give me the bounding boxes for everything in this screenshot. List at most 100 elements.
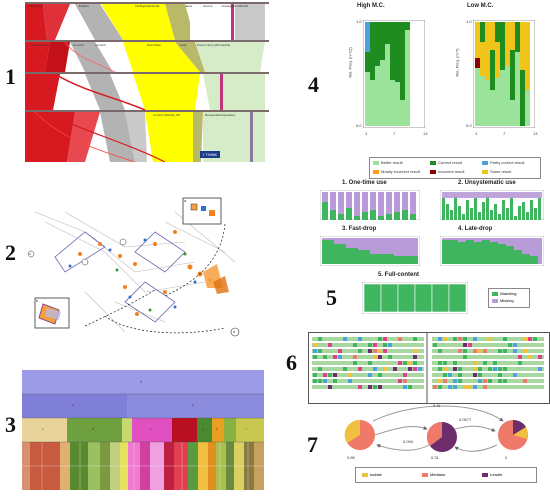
matrix-cell	[503, 337, 507, 341]
panel5-title-2: 2. Unsystematic use	[458, 180, 516, 186]
matrix-cell	[373, 367, 377, 371]
matrix-cell	[353, 361, 357, 365]
panel-number-3: 3	[5, 412, 16, 437]
panel3-icicle-svg	[22, 370, 264, 490]
matrix-cell	[463, 343, 467, 347]
matrix-cell	[368, 385, 372, 389]
matrix-cell	[538, 367, 542, 371]
panel3-icicle: 1 a b c d e f g h i	[22, 370, 264, 490]
matrix-cell	[408, 361, 412, 365]
matrix-cell	[538, 355, 542, 359]
matrix-cell	[473, 349, 477, 353]
matrix-cell	[458, 379, 462, 383]
panel1-label: Correct: Mozzila_ffft	[153, 113, 180, 117]
node-right	[498, 419, 528, 450]
panel1-badge: I THINK	[200, 151, 221, 158]
panel4-ytick: 0.0	[466, 123, 472, 128]
matrix-cell	[338, 355, 342, 359]
panel4: High M.C. Low M.C. Rel. Freq. (n=12) Rel…	[345, 2, 545, 180]
matrix-cell	[498, 367, 502, 371]
legend-item-leader: Leader	[482, 472, 502, 477]
matrix-cell	[483, 379, 487, 383]
matrix-cell	[473, 337, 477, 341]
panel-number-7: 7	[307, 432, 318, 457]
matrix-cell	[313, 379, 317, 383]
matrix-cell	[318, 337, 322, 341]
matrix-cell	[403, 361, 407, 365]
panel2-label-c: c	[29, 251, 31, 256]
matrix-cell	[398, 379, 402, 383]
matrix-cell	[348, 379, 352, 383]
panel1-label: Source	[203, 4, 213, 8]
panel3-label: g	[202, 427, 204, 431]
panel5-title-3: 3. Fast-drop	[342, 226, 377, 232]
panel4-ytick: 1.0	[466, 19, 472, 24]
matrix-cell	[498, 349, 502, 353]
matrix-cell	[468, 385, 472, 389]
matrix-cell	[323, 373, 327, 377]
legend-item-missing: Missing	[492, 298, 514, 303]
matrix-cell	[368, 349, 372, 353]
edge-label: 0.41	[433, 403, 441, 408]
node-label: 0	[505, 455, 508, 460]
node-left	[344, 419, 375, 450]
panel5-title-5: 5. Full-content	[378, 272, 419, 278]
matrix-cell	[463, 337, 467, 341]
matrix-cell	[483, 385, 487, 389]
panel4-xtick: 1	[365, 131, 368, 136]
panel1-label: Foan	[180, 43, 187, 47]
panel4-xtick: 7	[503, 131, 506, 136]
panel1-label: Entities	[79, 4, 89, 8]
legend-item: Mostly incorrect result	[373, 169, 420, 174]
matrix-cell	[378, 337, 382, 341]
matrix-cell	[473, 361, 477, 365]
matrix-cell	[523, 379, 527, 383]
edge-label: 0.0577	[459, 417, 472, 422]
matrix-cell	[398, 337, 402, 341]
panel1-sankey: M5_Flowp Entities Intelligentiamental ta…	[25, 2, 269, 163]
matrix-cell	[413, 337, 417, 341]
matrix-cell	[313, 343, 317, 347]
panel1-label: Correct: Firee	[31, 43, 50, 47]
panel1-label: Poetry Nozt_Minimizeble	[197, 43, 231, 47]
panel4-chart2-svg	[473, 20, 535, 128]
matrix-cell	[378, 355, 382, 359]
panel3-label: f	[182, 427, 183, 431]
matrix-cell	[503, 367, 507, 371]
matrix-cell	[333, 373, 337, 377]
matrix-cell	[413, 361, 417, 365]
matrix-cell	[443, 367, 447, 371]
matrix-cell	[513, 349, 517, 353]
panel2-label-d: d	[233, 329, 236, 334]
panel5-chart2	[440, 190, 544, 220]
panel3-label: b	[192, 403, 194, 407]
matrix-cell	[533, 337, 537, 341]
panel1-label: M5_Flowp	[29, 4, 43, 8]
matrix-cell	[408, 385, 412, 389]
matrix-cell	[433, 385, 437, 389]
legend-item: Partly correct result	[482, 160, 524, 165]
panel1-label: Poor Data	[147, 43, 161, 47]
matrix-cell	[343, 367, 347, 371]
matrix-cell	[458, 349, 462, 353]
matrix-cell	[413, 349, 417, 353]
matrix-cell	[368, 373, 372, 377]
panel5-legend: Watching Missing	[488, 288, 530, 308]
matrix-cell	[438, 361, 442, 365]
matrix-cell	[523, 337, 527, 341]
node-middle	[427, 422, 457, 452]
panel4-chart2-ylabel: Rel. Freq. (n=7)	[454, 48, 460, 77]
matrix-cell	[378, 349, 382, 353]
panel4-xtick: 13	[423, 131, 428, 136]
panel4-ytick: 0.0	[356, 123, 362, 128]
panel6-dot-matrix	[312, 333, 544, 403]
panel1-label: Intelligentiamental	[135, 4, 160, 8]
panel1-sankey-svg	[25, 2, 269, 163]
matrix-cell	[438, 379, 442, 383]
matrix-cell	[318, 367, 322, 371]
panel5-chart5	[362, 282, 468, 314]
matrix-cell	[383, 349, 387, 353]
matrix-cell	[453, 385, 457, 389]
matrix-cell	[458, 373, 462, 377]
matrix-cell	[353, 343, 357, 347]
